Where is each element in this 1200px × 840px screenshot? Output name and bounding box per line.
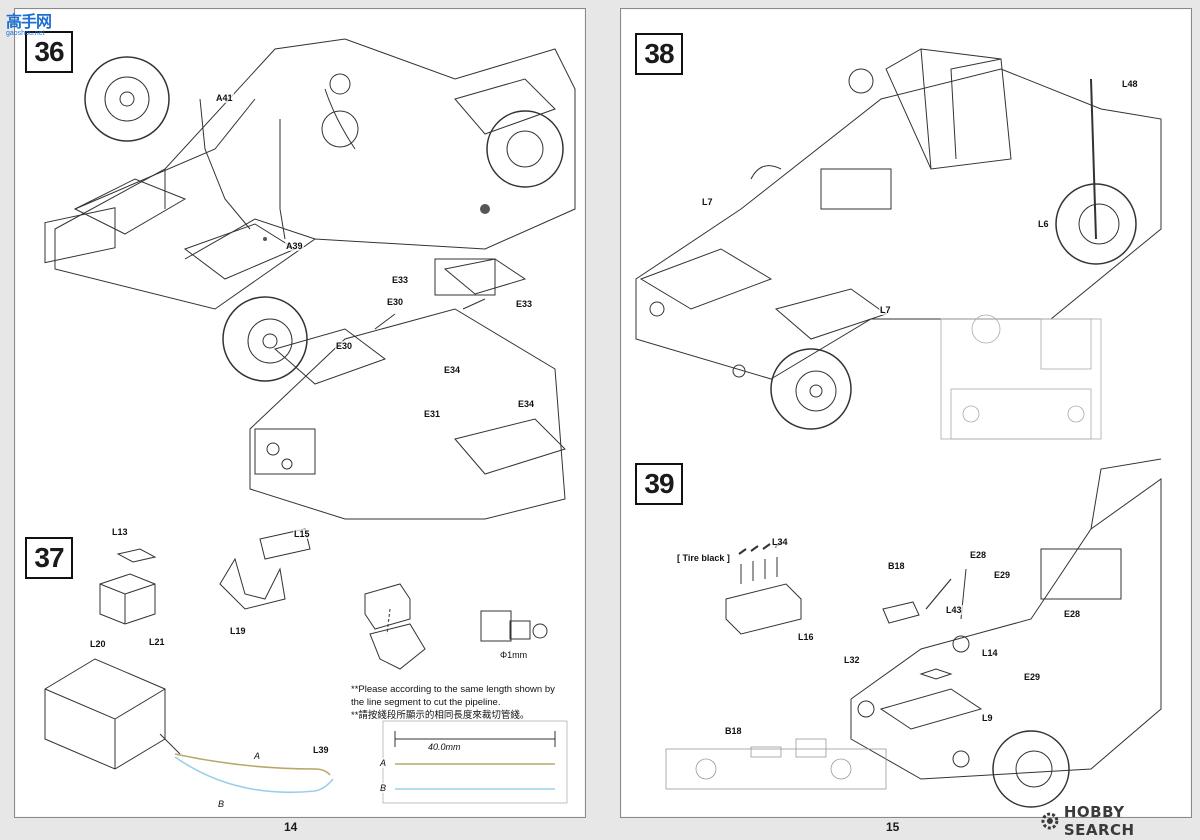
part-label: L14 (981, 648, 999, 658)
part-label: L43 (945, 605, 963, 615)
page-number-right: 15 (886, 820, 900, 834)
part-label: E29 (1023, 672, 1042, 682)
part-label: L15 (293, 529, 311, 539)
part-label: L48 (1121, 79, 1139, 89)
part-label: L34 (771, 537, 789, 547)
gear-icon (1041, 812, 1059, 830)
watermark-text: HOBBY SEARCH (1063, 803, 1135, 839)
page-number-left: 14 (284, 820, 298, 834)
part-label: E28 (1063, 609, 1082, 619)
diameter-note: Φ1mm (499, 650, 529, 660)
manual-page-right: 38 L48 L7 L6 L7 (620, 8, 1192, 818)
part-label: E28 (969, 550, 988, 560)
part-label: L39 (312, 745, 330, 755)
tire-black-note: [ Tire black ] (676, 553, 731, 563)
logo-mark: 高手网 (6, 12, 52, 31)
part-label: B18 (724, 726, 743, 736)
part-label: L13 (111, 527, 129, 537)
part-label: A39 (285, 241, 304, 251)
part-label: L21 (148, 637, 166, 647)
step-37-assembly-drawing (44, 528, 568, 804)
logo-url: gaoshou.net (6, 30, 45, 37)
hobby-search-watermark: HOBBY SEARCH (1040, 803, 1200, 839)
site-logo: 高手网 gaoshou.net (6, 8, 70, 37)
step-36-assembly-drawing (44, 38, 576, 520)
wire-b-label: B (217, 799, 226, 809)
part-label: E29 (993, 570, 1012, 580)
part-label: E33 (515, 299, 534, 309)
part-label: B18 (887, 561, 906, 571)
manual-page-left: 36 A41 A39 E33 E30 E33 E30 E34 E31 E34 (14, 8, 586, 818)
measure-a-label: A (379, 758, 388, 768)
part-label: E34 (517, 399, 536, 409)
step-number-38: 38 (635, 33, 683, 75)
step-number-37: 37 (25, 537, 73, 579)
part-label: L7 (879, 305, 892, 315)
part-label: L6 (1037, 219, 1050, 229)
part-label: E30 (386, 297, 405, 307)
part-label: L32 (843, 655, 861, 665)
part-label: L19 (229, 626, 247, 636)
part-label: E34 (443, 365, 462, 375)
part-label: E30 (335, 341, 354, 351)
part-label: L20 (89, 639, 107, 649)
cut-note-en: **Please according to the same length sh… (351, 684, 555, 708)
step-number-39: 39 (635, 463, 683, 505)
part-label: A41 (215, 93, 234, 103)
cut-note-zh: **請按綫段所顯示的相同長度來裁切管綫。 (351, 710, 530, 721)
measure-b-label: B (379, 783, 388, 793)
measure-length: 40.0mm (427, 742, 462, 752)
part-label: E33 (391, 275, 410, 285)
part-label: L7 (701, 197, 714, 207)
step-number-36: 36 (25, 31, 73, 73)
part-label: E31 (423, 409, 442, 419)
wire-a-label: A (253, 751, 262, 761)
part-label: L9 (981, 713, 994, 723)
part-label: L16 (797, 632, 815, 642)
step-39-assembly-drawing (665, 458, 1162, 808)
